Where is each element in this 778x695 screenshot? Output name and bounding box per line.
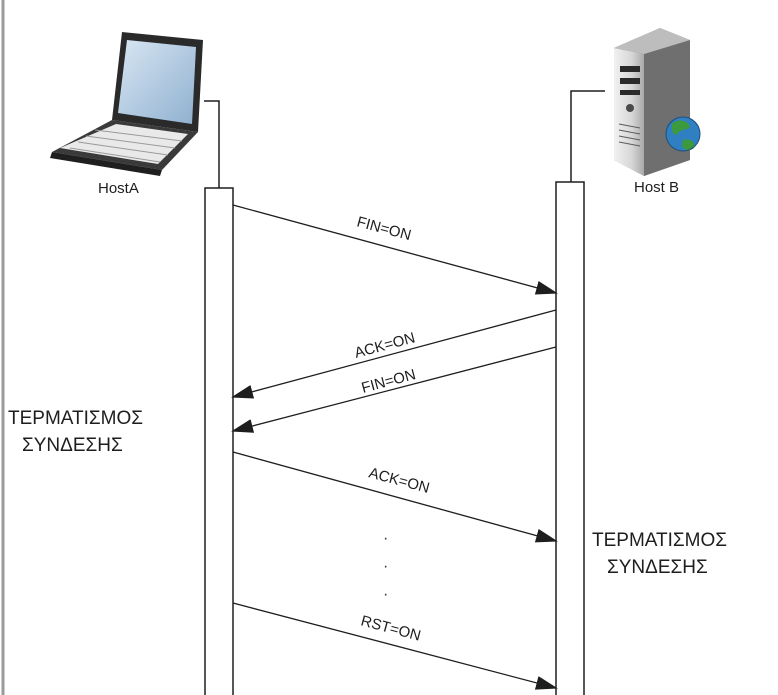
message-arrow-fin-b-to-a xyxy=(231,346,557,433)
host-a-state-line2: ΣΥΝΔΕΣΗΣ xyxy=(22,435,123,456)
message-label: RST=ON xyxy=(359,612,423,644)
host-a-lifeline xyxy=(204,187,234,695)
message-label: FIN=ON xyxy=(360,366,418,397)
message-arrow-fin-a-to-b xyxy=(232,204,558,295)
host-b-label: Host B xyxy=(634,179,679,196)
server-icon xyxy=(614,28,690,176)
host-a-label: HostA xyxy=(98,180,139,197)
laptop-icon xyxy=(50,32,203,176)
ellipsis-dot: · xyxy=(383,530,388,547)
message-label: ACK=ON xyxy=(353,329,417,361)
message-arrow-ack-b-to-a xyxy=(231,309,557,399)
globe-icon xyxy=(665,116,701,152)
host-b-state-line2: ΣΥΝΔΕΣΗΣ xyxy=(607,557,708,578)
ellipsis-dot: · xyxy=(383,558,388,575)
host-b-lifeline xyxy=(555,181,585,695)
ellipsis-dot: · xyxy=(383,586,388,603)
host-a-connector xyxy=(204,100,220,188)
message-label: FIN=ON xyxy=(355,213,413,244)
host-b-state-line1: ΤΕΡΜΑΤΙΣΜΟΣ xyxy=(592,530,727,551)
message-arrow-rst-a-to-b xyxy=(232,602,558,690)
message-arrow-ack-a-to-b xyxy=(232,451,558,543)
host-a-state-line1: ΤΕΡΜΑΤΙΣΜΟΣ xyxy=(8,408,143,429)
host-b-connector xyxy=(570,90,605,182)
